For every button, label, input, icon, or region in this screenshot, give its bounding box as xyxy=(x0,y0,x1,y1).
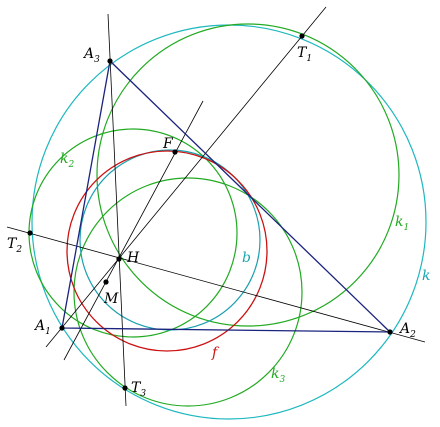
label-k2: k2 xyxy=(60,151,74,170)
label-a2: A2 xyxy=(398,321,416,340)
label-m: M xyxy=(103,291,119,307)
circle-f xyxy=(66,150,268,352)
point-a3 xyxy=(107,58,113,64)
circle-k1 xyxy=(96,23,400,327)
label-k: k xyxy=(422,268,430,284)
point-m xyxy=(103,279,109,285)
label-h: H xyxy=(126,250,140,266)
label-a1: A1 xyxy=(33,318,51,337)
point-h xyxy=(116,256,122,262)
label-t1: T1 xyxy=(297,45,312,64)
label-k3: k3 xyxy=(271,366,285,385)
circle-k xyxy=(31,24,427,420)
line-f-m xyxy=(63,100,204,361)
label-b: b xyxy=(242,250,251,266)
point-t1 xyxy=(299,33,305,39)
point-t2 xyxy=(27,230,33,236)
triangle-a1-a2-a3 xyxy=(61,59,392,333)
circle-b xyxy=(79,149,261,331)
line-t3-h xyxy=(107,13,127,407)
label-t2: T2 xyxy=(7,236,22,255)
label-k1: k1 xyxy=(395,214,409,233)
label-f: F xyxy=(162,136,174,152)
point-f xyxy=(172,149,178,155)
label-a3: A3 xyxy=(82,46,100,65)
label-t3: T3 xyxy=(131,380,146,399)
point-a1 xyxy=(59,325,65,331)
line-t1-h xyxy=(45,6,327,348)
label-f-circle: f xyxy=(211,345,220,361)
point-t3 xyxy=(122,385,128,391)
circle-k3 xyxy=(73,177,303,407)
point-a2 xyxy=(387,329,393,335)
